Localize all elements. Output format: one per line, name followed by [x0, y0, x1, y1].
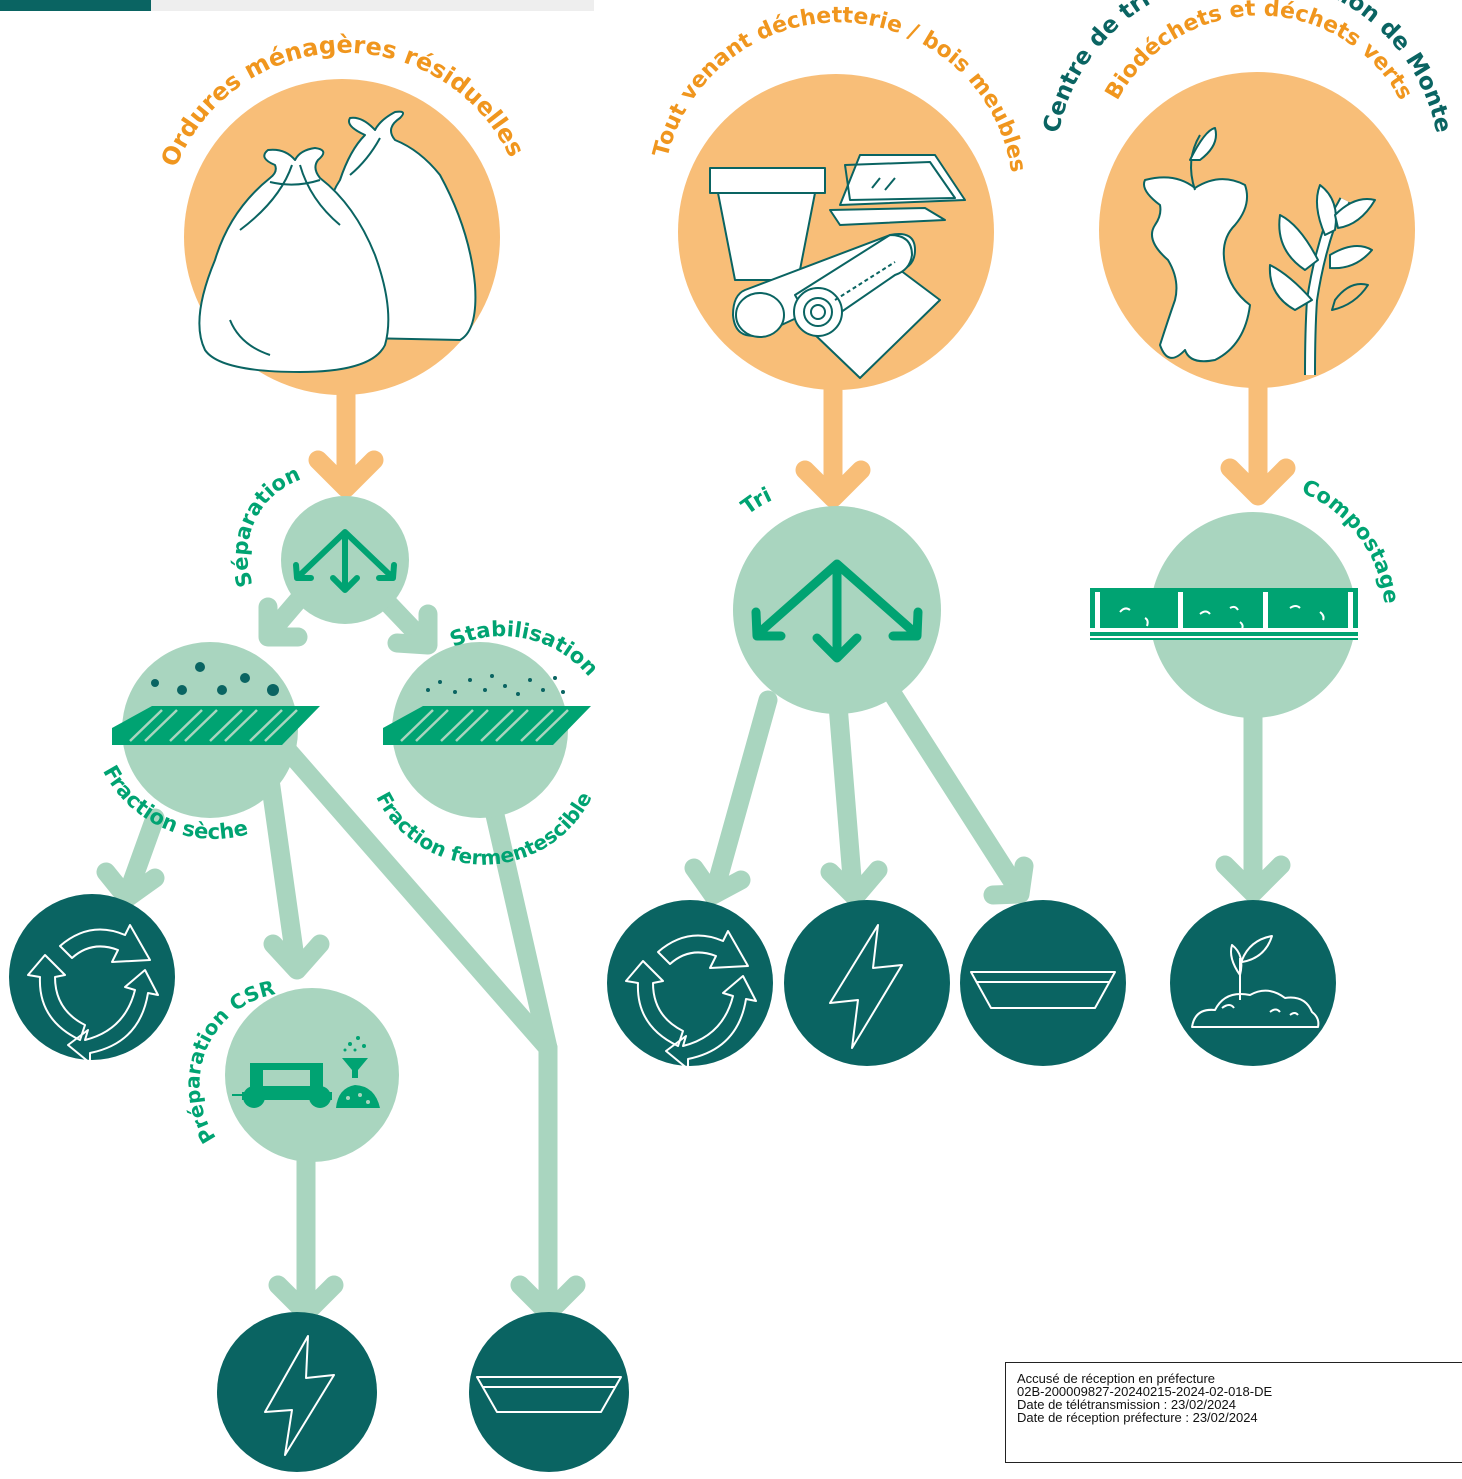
reception-stamp: Accusé de réception en préfecture 02B-20… — [1005, 1362, 1462, 1463]
furniture-waste-icon — [709, 154, 966, 379]
stamp-line: Date de télétransmission : 23/02/2024 — [1017, 1397, 1236, 1412]
output-energy-circle — [784, 900, 950, 1066]
sieve-icon — [383, 674, 591, 745]
step-label-tri: Tri — [737, 483, 776, 519]
output-landfill-circle — [469, 1312, 629, 1472]
trash-bags-icon — [198, 110, 477, 373]
stamp-line: Date de réception préfecture : 23/02/202… — [1017, 1410, 1258, 1425]
compost-bins-icon — [1090, 588, 1358, 640]
lightning-icon — [264, 1335, 335, 1456]
output-recycle-circle — [9, 894, 175, 1060]
recycle-icon — [27, 924, 159, 1064]
split-arrows-icon — [293, 529, 397, 593]
sieve-icon — [112, 662, 320, 745]
lightning-icon — [829, 924, 903, 1049]
sprout-icon — [1191, 935, 1320, 1028]
stamp-line: 02B-200009827-20240215-2024-02-018-DE — [1017, 1384, 1273, 1399]
output-recycle-circle — [607, 900, 773, 1066]
output-compost-circle — [1170, 900, 1336, 1066]
landfill-icon — [476, 1376, 622, 1413]
csr-machine-icon — [232, 1036, 380, 1108]
recycle-icon — [625, 930, 757, 1070]
output-energy-circle — [217, 1312, 377, 1472]
stamp-line: Accusé de réception en préfecture — [1017, 1371, 1216, 1386]
source-circle-biodechets — [1099, 72, 1415, 388]
landfill-icon — [970, 971, 1116, 1009]
split-arrows-icon — [751, 559, 923, 663]
biowaste-icon — [1143, 127, 1376, 376]
